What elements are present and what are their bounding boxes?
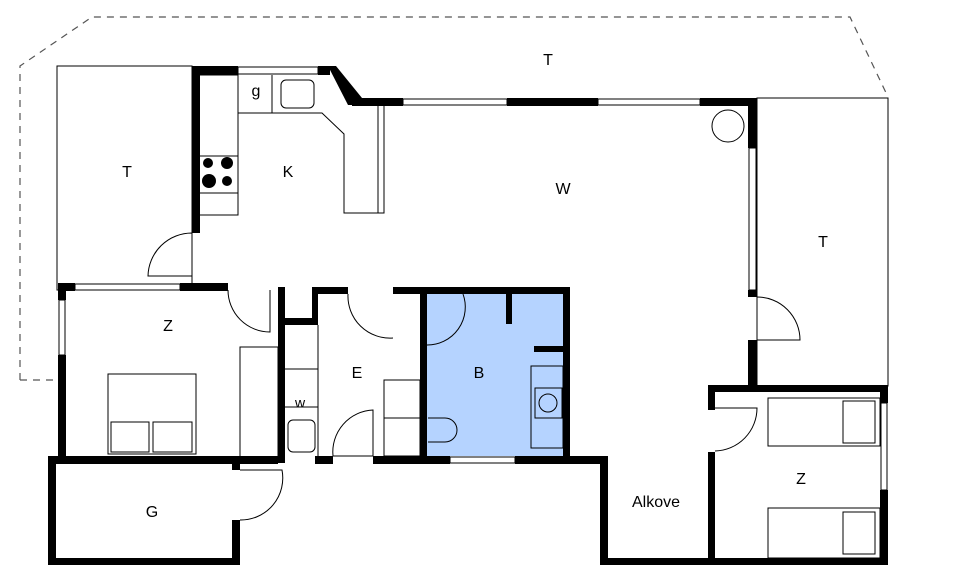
room-label-terrace-right: T [818,234,828,251]
walls [48,66,888,565]
windows [58,66,888,491]
room-label-living: W [555,181,571,198]
toilet-icon [428,417,458,443]
terrace-outline [19,16,889,381]
room-label-bedroom-left: Z [163,318,173,335]
kitchen-counter [200,74,385,216]
room-label-garage: G [146,504,158,521]
wc-sink-icon [287,419,316,453]
stove-icon [202,157,233,188]
doors [147,232,801,521]
washbasin-icon [534,387,563,419]
bathroom-floor [427,294,563,456]
single-beds-icon [767,397,881,559]
room-label-terrace-left: T [122,164,132,181]
double-bed-icon [107,373,197,455]
room-label-wc: w [294,395,306,411]
room-label-entrance: E [352,365,363,382]
bathroom-fixtures [428,365,564,449]
room-label-bedroom-right: Z [796,471,806,488]
entrance-cabinet [383,379,421,457]
room-label-alcove: Alkove [632,494,680,511]
room-label-kitchen-g: g [252,83,261,100]
room-label-terrace-top: T [543,52,553,69]
wardrobe [239,346,279,458]
kitchen-sink-icon [280,79,315,109]
wc-fixtures [285,325,319,456]
room-label-kitchen: K [283,164,294,181]
stove-round-icon [711,109,745,143]
room-label-bathroom: B [474,365,485,382]
